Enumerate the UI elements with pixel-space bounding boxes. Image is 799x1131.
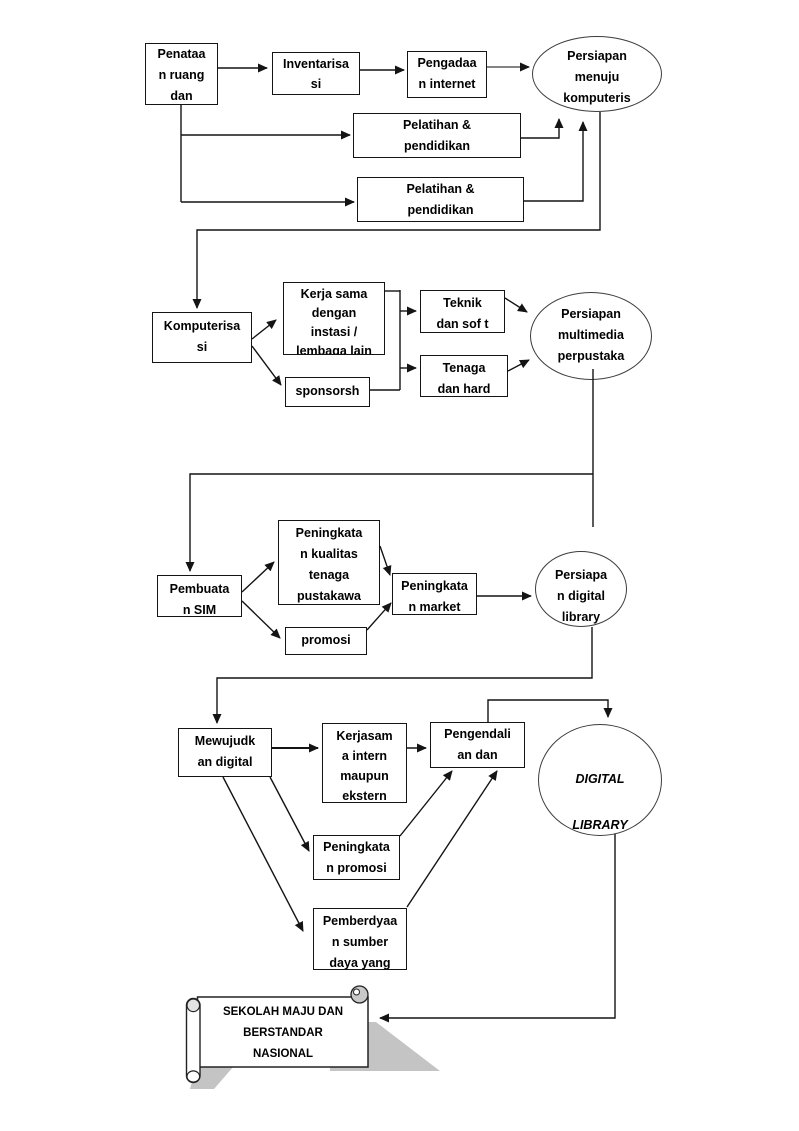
edge-library-sekolah: [379, 834, 616, 1023]
node-sekolah-maju: SEKOLAH MAJU DAN BERSTANDAR NASIONAL: [222, 1006, 344, 1060]
edge-pelatihan2-persiapan: [524, 121, 588, 202]
scroll-roll-cap-top: [186, 998, 201, 1013]
node-persiapan-digital: Persiapa n digital library: [535, 551, 627, 627]
edge-pembuatan-kualitas: [241, 561, 275, 593]
edge-promosi2-pengendalian: [399, 770, 453, 837]
edge-kualitas-market: [379, 545, 392, 576]
edge-teknik-multimedia: [504, 297, 528, 313]
edge-promosi-market: [366, 602, 392, 631]
digital-library-line-1: DIGITAL: [575, 772, 625, 786]
node-pelatihan-1: Pelatihan & pendidikan: [353, 113, 521, 158]
node-peningkatan-promosi: Peningkata n promosi: [313, 835, 400, 880]
node-peningkatan-kualitas: Peningkata n kualitas tenaga pustakawa: [278, 520, 380, 605]
edge-komputerisasi-sponsorship: [251, 345, 282, 386]
edge-tenaga-multimedia: [507, 359, 530, 372]
scroll-roll-cap-bottom: [186, 1070, 201, 1083]
node-sponsorship: sponsorsh: [285, 377, 370, 407]
node-peningkatan-market: Peningkata n market: [392, 573, 477, 615]
node-kerja-sama: Kerja sama dengan instasi / lembaga lain: [283, 282, 385, 355]
scroll-curl-inner: [353, 988, 360, 996]
edge-mewujudkan-pemberdayaan: [222, 776, 304, 932]
scroll-sheet: [196, 996, 369, 1068]
edge-multimedia-pembuatan: [185, 473, 593, 572]
node-pengadaan: Pengadaa n internet: [407, 51, 487, 98]
node-persiapan-komputerisasi: Persiapan menuju komputeris: [532, 36, 662, 112]
edge-digital-mewujudkan: [212, 627, 593, 724]
scroll-shadow-left: [190, 1066, 234, 1089]
node-pengendalian: Pengendali an dan: [430, 722, 525, 768]
edge-persiapan-komputerisasi: [192, 112, 601, 309]
node-pembuatan-sim: Pembuata n SIM: [157, 575, 242, 617]
node-tenaga: Tenaga dan hard: [420, 355, 508, 397]
node-komputerisasi: Komputerisa si: [152, 312, 252, 363]
edge-pemberdayaan-pengendalian: [406, 770, 498, 908]
edge-pelatihan1-persiapan: [521, 118, 564, 139]
node-pemberdayaan: Pemberdyaa n sumber daya yang: [313, 908, 407, 970]
node-penataan: Penataa n ruang dan: [145, 43, 218, 105]
edge-pengendalian-library: [487, 699, 613, 722]
node-kerjasama-intern: Kerjasam a intern maupun ekstern: [322, 723, 407, 803]
node-inventarisasi: Inventarisa si: [272, 52, 360, 95]
edge-komputerisasi-kerjasama: [251, 319, 277, 340]
node-mewujudkan: Mewujudk an digital: [178, 728, 272, 777]
edge-mewujudkan-promosi2: [269, 776, 310, 852]
scroll-shape: [185, 985, 440, 1089]
edge-pembuatan-promosi: [241, 600, 281, 639]
node-persiapan-multimedia: Persiapan multimedia perpustaka: [530, 292, 652, 380]
node-pelatihan-2: Pelatihan & pendidikan: [357, 177, 524, 222]
node-digital-library: DIGITAL LIBRARY SEKOLAH: [538, 724, 662, 836]
digital-library-line-2: LIBRARY: [572, 818, 628, 832]
node-promosi: promosi: [285, 627, 367, 655]
node-teknik: Teknik dan sof t: [420, 290, 505, 333]
